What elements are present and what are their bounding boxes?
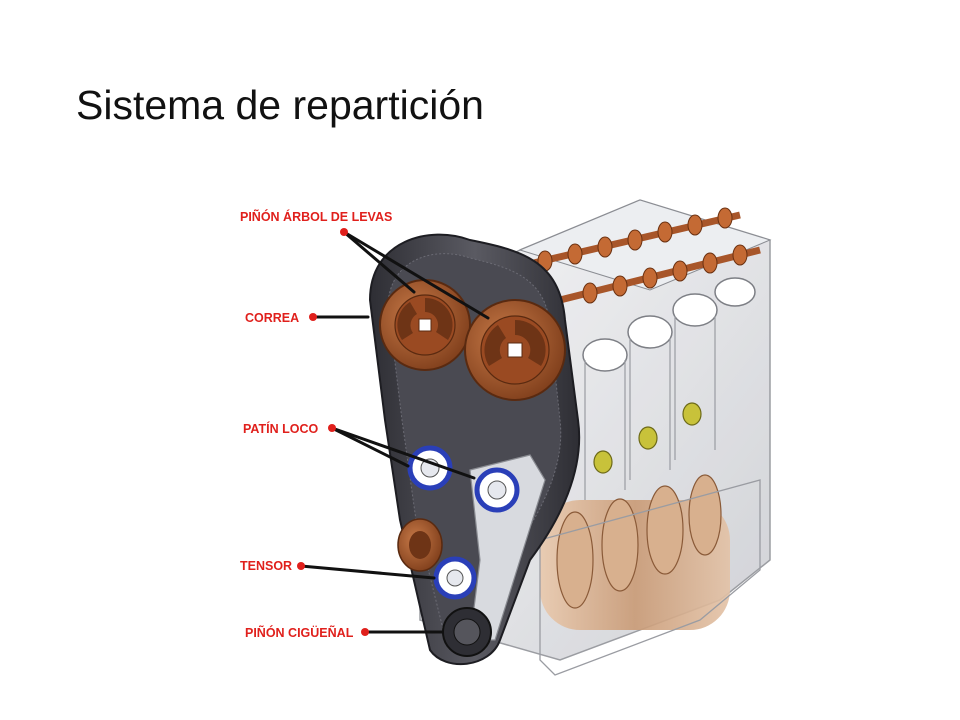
idler-pulleys xyxy=(407,445,546,641)
label-tensioner: TENSOR xyxy=(240,559,293,573)
water-pump-pulley xyxy=(397,518,443,572)
idler-pulley-lower xyxy=(474,467,520,513)
camshafts xyxy=(524,207,761,304)
camshaft-sprocket-right xyxy=(464,299,566,401)
tensioner-pulley xyxy=(433,556,477,600)
label-camshaft-sprocket: PIÑÓN ÁRBOL DE LEVAS xyxy=(240,210,393,224)
callout-lines xyxy=(299,230,490,634)
cylinder-bores xyxy=(582,277,756,372)
callout-dots xyxy=(297,228,369,636)
label-belt: CORREA xyxy=(245,311,300,325)
crankshaft-sprocket xyxy=(442,607,492,657)
camshaft-sprockets xyxy=(379,279,566,401)
label-crankshaft-sprocket: PIÑÓN CIGÜEÑAL xyxy=(245,626,354,640)
label-idler-pulley: PATÍN LOCO xyxy=(243,422,319,436)
camshaft-sprocket-left xyxy=(379,279,471,371)
slide-title: Sistema de repartición xyxy=(76,82,484,128)
